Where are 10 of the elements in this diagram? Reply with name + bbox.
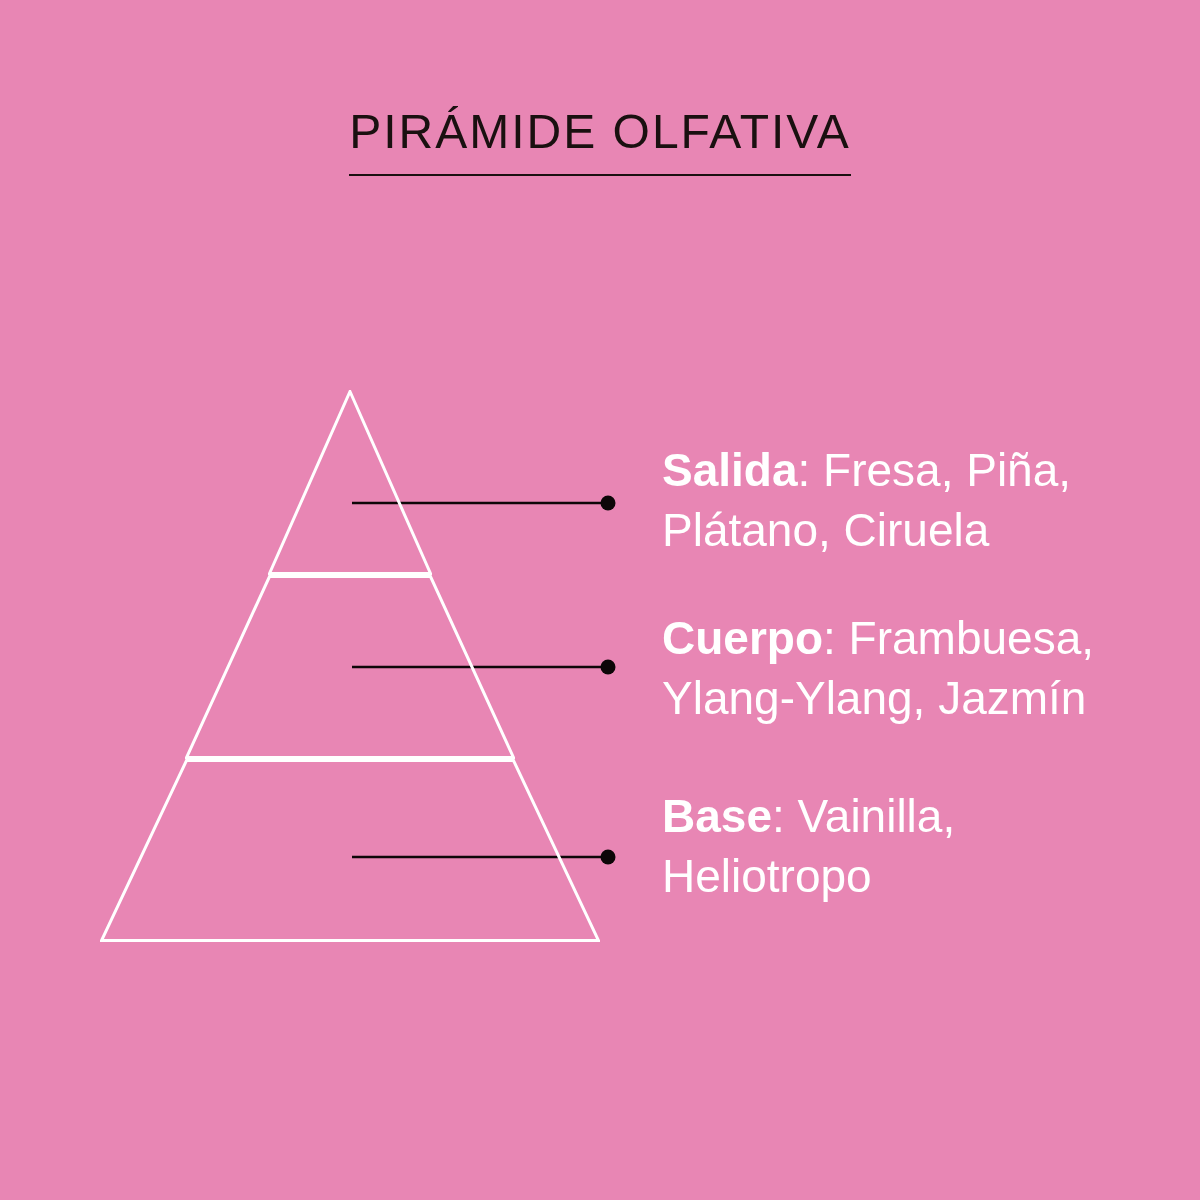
pyramid-top-section xyxy=(268,390,432,575)
base-notes-text: Base: Vainilla, Heliotropo xyxy=(662,789,957,904)
leader-line xyxy=(352,659,616,675)
pyramid-base-section xyxy=(100,759,600,942)
pyramid-middle-section xyxy=(185,575,515,759)
title-heading: PIRÁMIDE OLFATIVA xyxy=(349,105,851,158)
heart-notes-text: Cuerpo: Frambuesa, Ylang-Ylang, Jazmín xyxy=(662,611,1095,726)
leader-line xyxy=(352,849,616,865)
top-notes-text: Salida: Fresa, Piña, Plátano, Ciruela xyxy=(662,443,1073,558)
leader-line xyxy=(352,495,616,511)
